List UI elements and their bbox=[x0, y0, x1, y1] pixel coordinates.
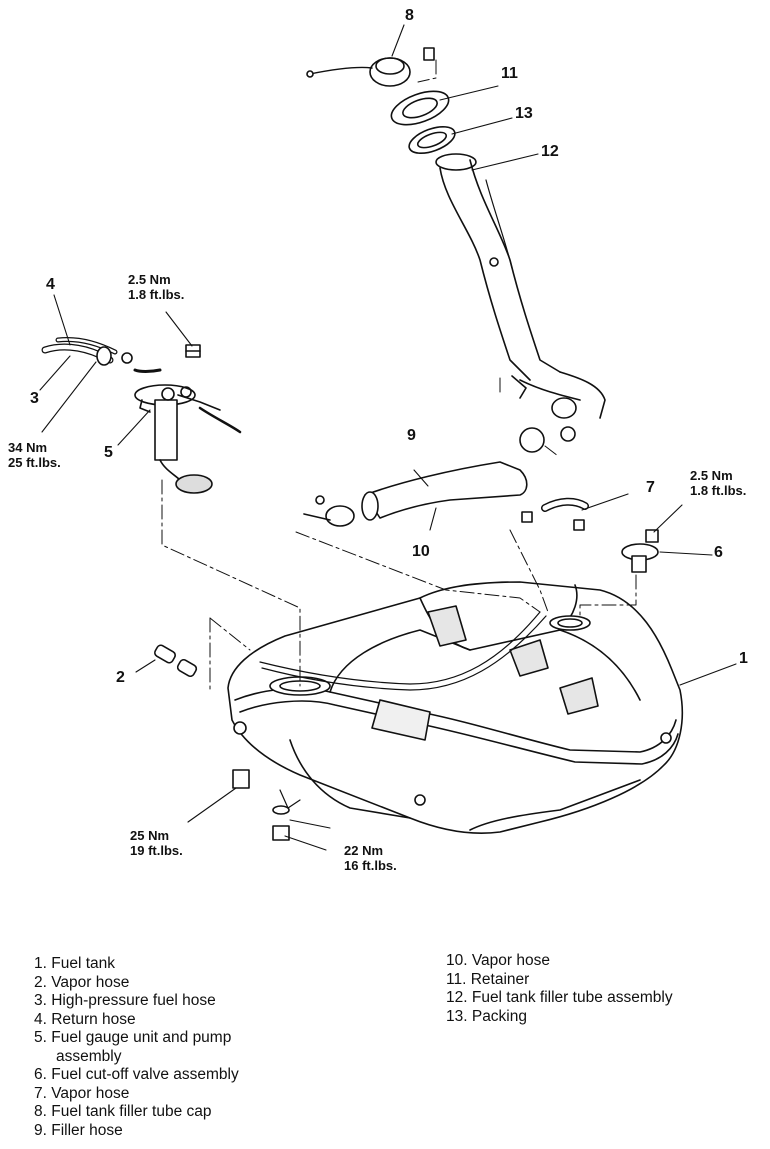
legend-item: 13. Packing bbox=[446, 1007, 527, 1025]
callout-4: 4 bbox=[46, 276, 55, 293]
retainer-ring bbox=[390, 90, 450, 126]
torque-valve-nut: 2.5 Nm 1.8 ft.lbs. bbox=[690, 468, 746, 498]
legend-item: 2. Vapor hose bbox=[34, 973, 130, 991]
torque-ftlbs: 16 ft.lbs. bbox=[344, 858, 397, 873]
legend-item: 6. Fuel cut-off valve assembly bbox=[34, 1066, 239, 1083]
legend-item: 4. Return hose bbox=[34, 1010, 136, 1028]
torque-nm: 2.5 Nm bbox=[128, 272, 171, 287]
legend-item: 5. Fuel gauge unit and pump bbox=[34, 1029, 232, 1046]
callout-13: 13 bbox=[515, 105, 533, 122]
torque-ftlbs: 25 ft.lbs. bbox=[8, 455, 61, 470]
legend-item: 9. Filler hose bbox=[34, 1121, 123, 1139]
fuel-tank bbox=[227, 581, 684, 835]
legend-item: 10. Vapor hose bbox=[446, 952, 550, 969]
callout-8: 8 bbox=[405, 7, 414, 24]
torque-nm: 22 Nm bbox=[344, 843, 384, 858]
legend-item: 11. Retainer bbox=[446, 970, 530, 988]
fuel-pump-assembly bbox=[134, 384, 242, 494]
callout-12: 12 bbox=[541, 143, 559, 160]
filler-hose bbox=[361, 426, 576, 521]
filler-cap bbox=[306, 47, 435, 87]
callout-7: 7 bbox=[646, 479, 655, 496]
legend-item: 1. Fuel tank bbox=[34, 955, 115, 972]
parts-legend-left: 1. Fuel tank 2. Vapor hose 3. High-press… bbox=[34, 955, 239, 1140]
leader-lines bbox=[39, 24, 737, 851]
torque-pump-bolt: 2.5 Nm 1.8 ft.lbs. bbox=[128, 272, 184, 302]
legend-item: 8. Fuel tank filler tube cap bbox=[34, 1103, 212, 1120]
torque-nm: 2.5 Nm bbox=[690, 468, 733, 483]
vapor-hose-10 bbox=[303, 495, 355, 527]
legend-item: 7. Vapor hose bbox=[34, 1084, 130, 1102]
callout-3: 3 bbox=[30, 390, 39, 407]
tank-nut-rear bbox=[272, 805, 290, 841]
torque-tank-nut-rear: 22 Nm 16 ft.lbs. bbox=[344, 843, 397, 873]
torque-ftlbs: 1.8 ft.lbs. bbox=[128, 287, 185, 302]
packing-ring bbox=[408, 126, 456, 154]
torque-nm: 25 Nm bbox=[130, 828, 170, 843]
legend-item-continued: assembly bbox=[34, 1048, 239, 1067]
tank-nut-front bbox=[232, 769, 250, 789]
vapor-hose-7 bbox=[521, 497, 589, 531]
callout-5: 5 bbox=[104, 444, 113, 461]
cutoff-valve bbox=[621, 529, 659, 573]
callout-10: 10 bbox=[412, 543, 430, 560]
assembly-guide-lines bbox=[161, 59, 637, 691]
vapor-hose-2 bbox=[154, 644, 198, 678]
torque-tank-nut-front: 25 Nm 19 ft.lbs. bbox=[130, 828, 183, 858]
torque-ftlbs: 1.8 ft.lbs. bbox=[690, 483, 747, 498]
parts-legend-right: 10. Vapor hose 11. Retainer 12. Fuel tan… bbox=[446, 952, 673, 1026]
legend-item: 12. Fuel tank filler tube assembly bbox=[446, 989, 673, 1006]
exploded-fuel-tank-diagram bbox=[39, 24, 737, 851]
filler-tube-assembly bbox=[435, 153, 606, 419]
legend-item: 3. High-pressure fuel hose bbox=[34, 992, 216, 1009]
callout-6: 6 bbox=[714, 544, 723, 561]
bolt-pump bbox=[185, 344, 201, 358]
legend-continuation: assembly bbox=[56, 1047, 122, 1065]
torque-hp-hose: 34 Nm 25 ft.lbs. bbox=[8, 440, 61, 470]
torque-nm: 34 Nm bbox=[8, 440, 48, 455]
torque-ftlbs: 19 ft.lbs. bbox=[130, 843, 183, 858]
callout-11: 11 bbox=[501, 65, 518, 82]
callout-1: 1 bbox=[739, 650, 748, 667]
return-and-pressure-hoses bbox=[41, 337, 162, 373]
callout-9: 9 bbox=[407, 427, 416, 444]
callout-2: 2 bbox=[116, 669, 125, 686]
